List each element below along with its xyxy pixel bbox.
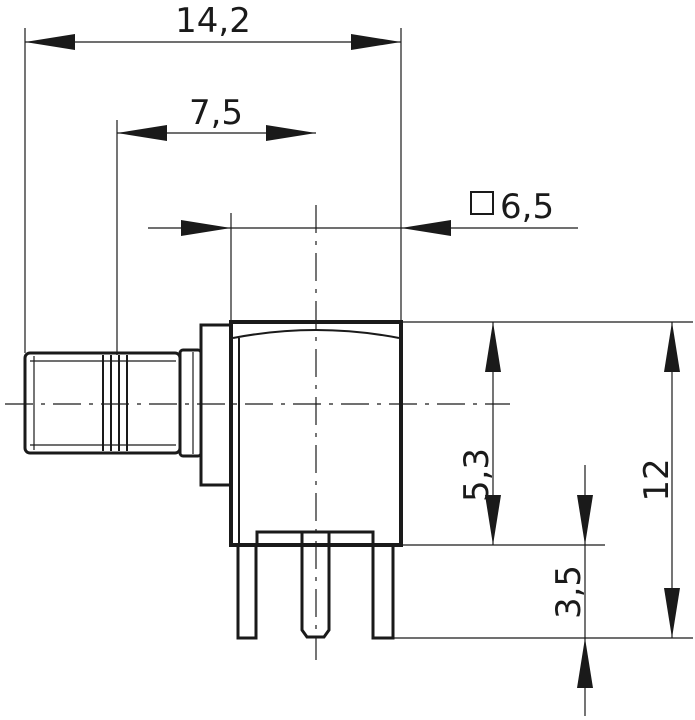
bottom-step [255, 530, 375, 545]
dimension-square-size: 6,5 [148, 187, 578, 236]
body-top-chamfer [232, 329, 400, 339]
arrow-top [485, 322, 501, 372]
label-offset-width: 7,5 [189, 93, 243, 133]
square-symbol-icon [470, 191, 494, 215]
dimension-height-upper: 5,3 [457, 322, 501, 545]
extension-lines [24, 28, 693, 639]
arrow-left [117, 125, 167, 141]
flange [199, 323, 233, 487]
dimension-height-pins: 3,5 [549, 465, 593, 716]
arrow-left [181, 220, 231, 236]
shoulder [178, 348, 203, 458]
barrel [23, 351, 182, 455]
center-lines [5, 205, 510, 660]
label-overall-width: 14,2 [175, 1, 251, 41]
dimension-offset-width: 7,5 [117, 93, 316, 141]
right-leg [371, 543, 395, 640]
arrow-right [351, 34, 401, 50]
arrow-bottom [577, 638, 593, 688]
arrow-right [266, 125, 316, 141]
label-square-size: 6,5 [500, 187, 554, 227]
arrow-top [577, 495, 593, 545]
left-leg [236, 543, 258, 640]
arrow-top [664, 322, 680, 372]
label-overall-height: 12 [637, 458, 677, 501]
dimension-overall-height: 12 [637, 322, 680, 638]
label-height-pins: 3,5 [549, 565, 589, 619]
arrow-right [401, 220, 451, 236]
connector-outline [23, 320, 403, 640]
arrow-left [25, 34, 75, 50]
dimension-overall-width: 14,2 [25, 1, 401, 50]
label-height-upper: 5,3 [457, 448, 497, 502]
arrow-bottom [485, 495, 501, 545]
arrow-bottom [664, 588, 680, 638]
